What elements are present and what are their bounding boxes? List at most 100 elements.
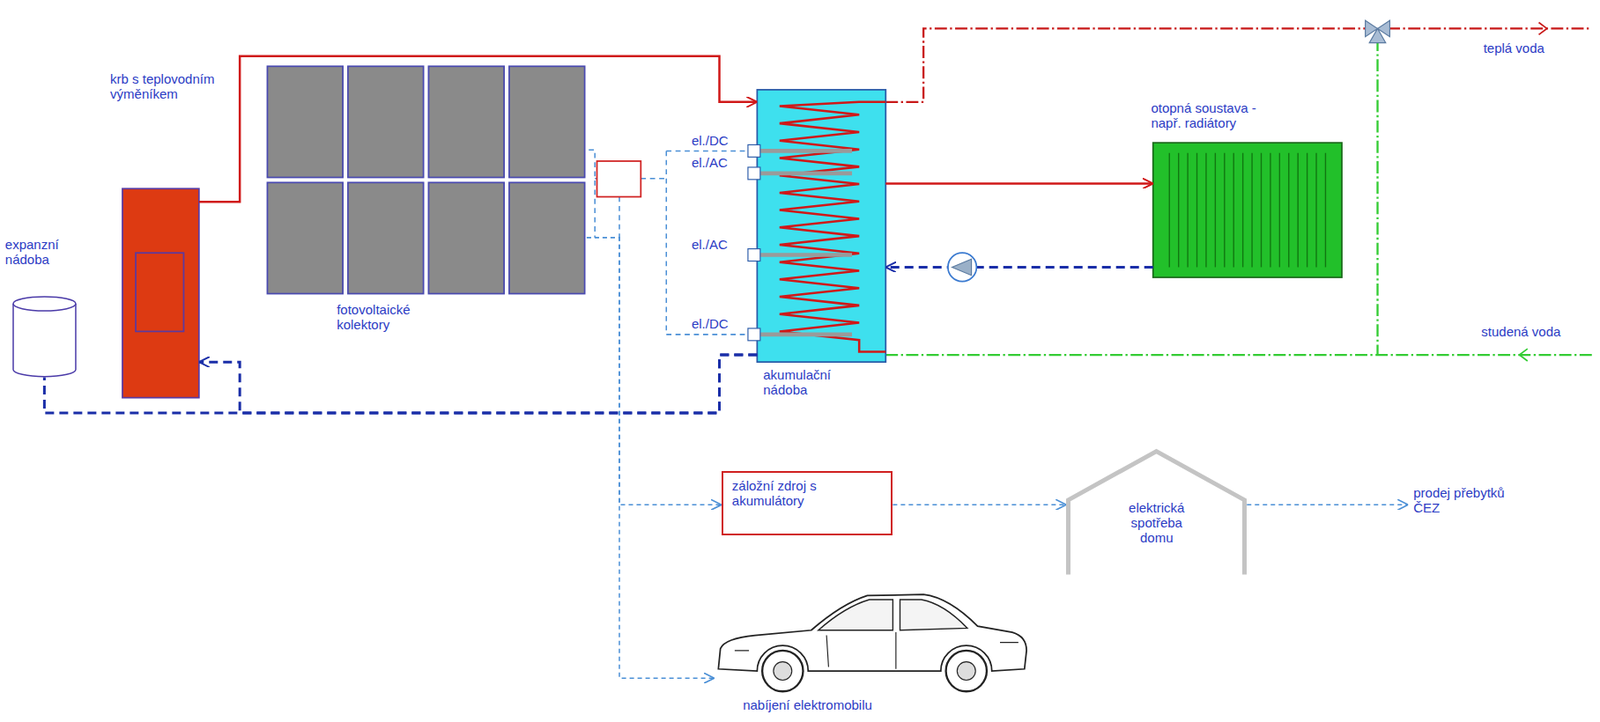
- heating-rod: [760, 333, 852, 338]
- storage-tank: [756, 89, 886, 363]
- node-label: prodej přebytků ČEZ: [1413, 485, 1515, 516]
- node-label: akumulační nádoba: [762, 367, 860, 398]
- radiator-fins: [1169, 153, 1326, 268]
- car-hub: [773, 662, 793, 682]
- flow-chevron: [1539, 22, 1548, 35]
- node-label: nabíjení elektromobilu: [742, 697, 1008, 713]
- node-label: krb s teplovodním výměníkem: [110, 71, 234, 102]
- heater-label: el./DC: [689, 133, 731, 149]
- pv-panel: [509, 182, 586, 294]
- house-node: elektrická spotřeba domu: [1066, 449, 1247, 578]
- house-shape: [1068, 451, 1245, 575]
- pv-panel: [428, 182, 504, 294]
- storage-tank-node: akumulační nádoba: [756, 89, 886, 363]
- pipe-label: teplá voda: [1481, 40, 1547, 56]
- heater-label: el./AC: [689, 155, 730, 171]
- symbols: [948, 20, 1390, 282]
- power-line: [586, 237, 722, 505]
- car-windows: [818, 600, 968, 631]
- heat-exchanger-coil: [779, 102, 886, 353]
- heating-rod: [760, 171, 852, 177]
- radiator-fin: [1169, 153, 1171, 268]
- radiator-fin: [1205, 153, 1207, 268]
- dc-wiring: [588, 149, 749, 335]
- radiator-fin: [1233, 153, 1235, 268]
- car-node: nabíjení elektromobilu: [714, 589, 1031, 694]
- power-line: [892, 504, 1067, 507]
- pv-panel: [348, 182, 424, 294]
- radiator-node: otopná soustava - např. radiátory: [1153, 142, 1342, 278]
- pv-array: fotovoltaické kolektory: [266, 66, 587, 297]
- radiator-fin: [1288, 153, 1289, 268]
- fireplace-door: [135, 252, 184, 332]
- heater-label: el./DC: [689, 316, 731, 332]
- pv-panel: [348, 66, 424, 178]
- expansion-vessel: expanzní nádoba: [12, 296, 77, 378]
- vessel-outline: [12, 296, 77, 378]
- rod-terminal: [748, 328, 761, 341]
- node-label: záložní zdroj s akumulátory: [732, 478, 865, 509]
- car-wheel: [946, 651, 987, 692]
- radiator-fin: [1186, 153, 1188, 268]
- rod-terminal: [748, 249, 761, 262]
- radiator-fin: [1306, 153, 1308, 268]
- node-label: elektrická spotřeba domu: [1112, 500, 1201, 546]
- radiator-fin: [1196, 153, 1198, 268]
- car-illustration: [718, 594, 1027, 692]
- vessel-top: [13, 296, 76, 312]
- heating-pipe: [199, 56, 758, 203]
- heater-label: el./AC: [689, 237, 730, 252]
- radiator-fin: [1242, 153, 1244, 268]
- heating-rods: [748, 144, 852, 341]
- radiator-fin: [1177, 153, 1179, 268]
- radiator-fin: [1279, 153, 1281, 268]
- pv-panel: [266, 182, 343, 294]
- pipe-label: studená voda: [1479, 324, 1563, 340]
- pump-arrow: [952, 259, 972, 276]
- fireplace-node: krb s teplovodním výměníkem: [122, 188, 200, 398]
- node-label: otopná soustava - např. radiátory: [1150, 100, 1283, 131]
- pv-panels: [266, 66, 585, 294]
- illustration: [122, 22, 1593, 692]
- radiator-fin: [1223, 153, 1225, 268]
- radiator-fin: [1214, 153, 1216, 268]
- pump-symbol: [948, 252, 977, 282]
- pv-panel: [266, 66, 343, 178]
- pv-panel: [428, 66, 504, 178]
- power-line: [1246, 504, 1408, 507]
- hot-water-pipe: [885, 28, 1592, 102]
- heating-pipe: [885, 182, 1153, 186]
- radiator-body: [1153, 142, 1342, 278]
- pv-panel: [509, 66, 586, 178]
- radiator-fin: [1251, 153, 1252, 268]
- radiator-fin: [1269, 153, 1271, 268]
- node-label: fotovoltaické kolektory: [336, 302, 438, 333]
- power-line: [586, 237, 715, 679]
- vessel-body: [13, 303, 76, 378]
- car-hub: [956, 662, 976, 682]
- radiator-fin: [1260, 153, 1262, 268]
- junction-box: [597, 161, 642, 198]
- grid-sale-node: prodej přebytků ČEZ: [1407, 481, 1531, 534]
- heating-rod: [760, 252, 852, 258]
- mixing-valve: [1365, 20, 1391, 43]
- coil-line: [779, 102, 886, 353]
- rod-terminal: [748, 144, 761, 157]
- heating-pipe: [199, 355, 758, 414]
- node-label: expanzní nádoba: [5, 237, 81, 267]
- heating-pipe: [44, 355, 757, 414]
- heating-pipe: [885, 266, 1153, 269]
- fireplace-body: [122, 188, 200, 398]
- radiator-fin: [1325, 153, 1326, 268]
- backup-source-box: záložní zdroj s akumulátory: [721, 471, 894, 536]
- car-wheel: [762, 651, 803, 692]
- flow-chevron: [1519, 348, 1528, 362]
- radiator-fin: [1315, 153, 1317, 268]
- radiator-fin: [1296, 153, 1298, 268]
- rod-terminal: [748, 167, 761, 180]
- heating-rod: [760, 148, 852, 154]
